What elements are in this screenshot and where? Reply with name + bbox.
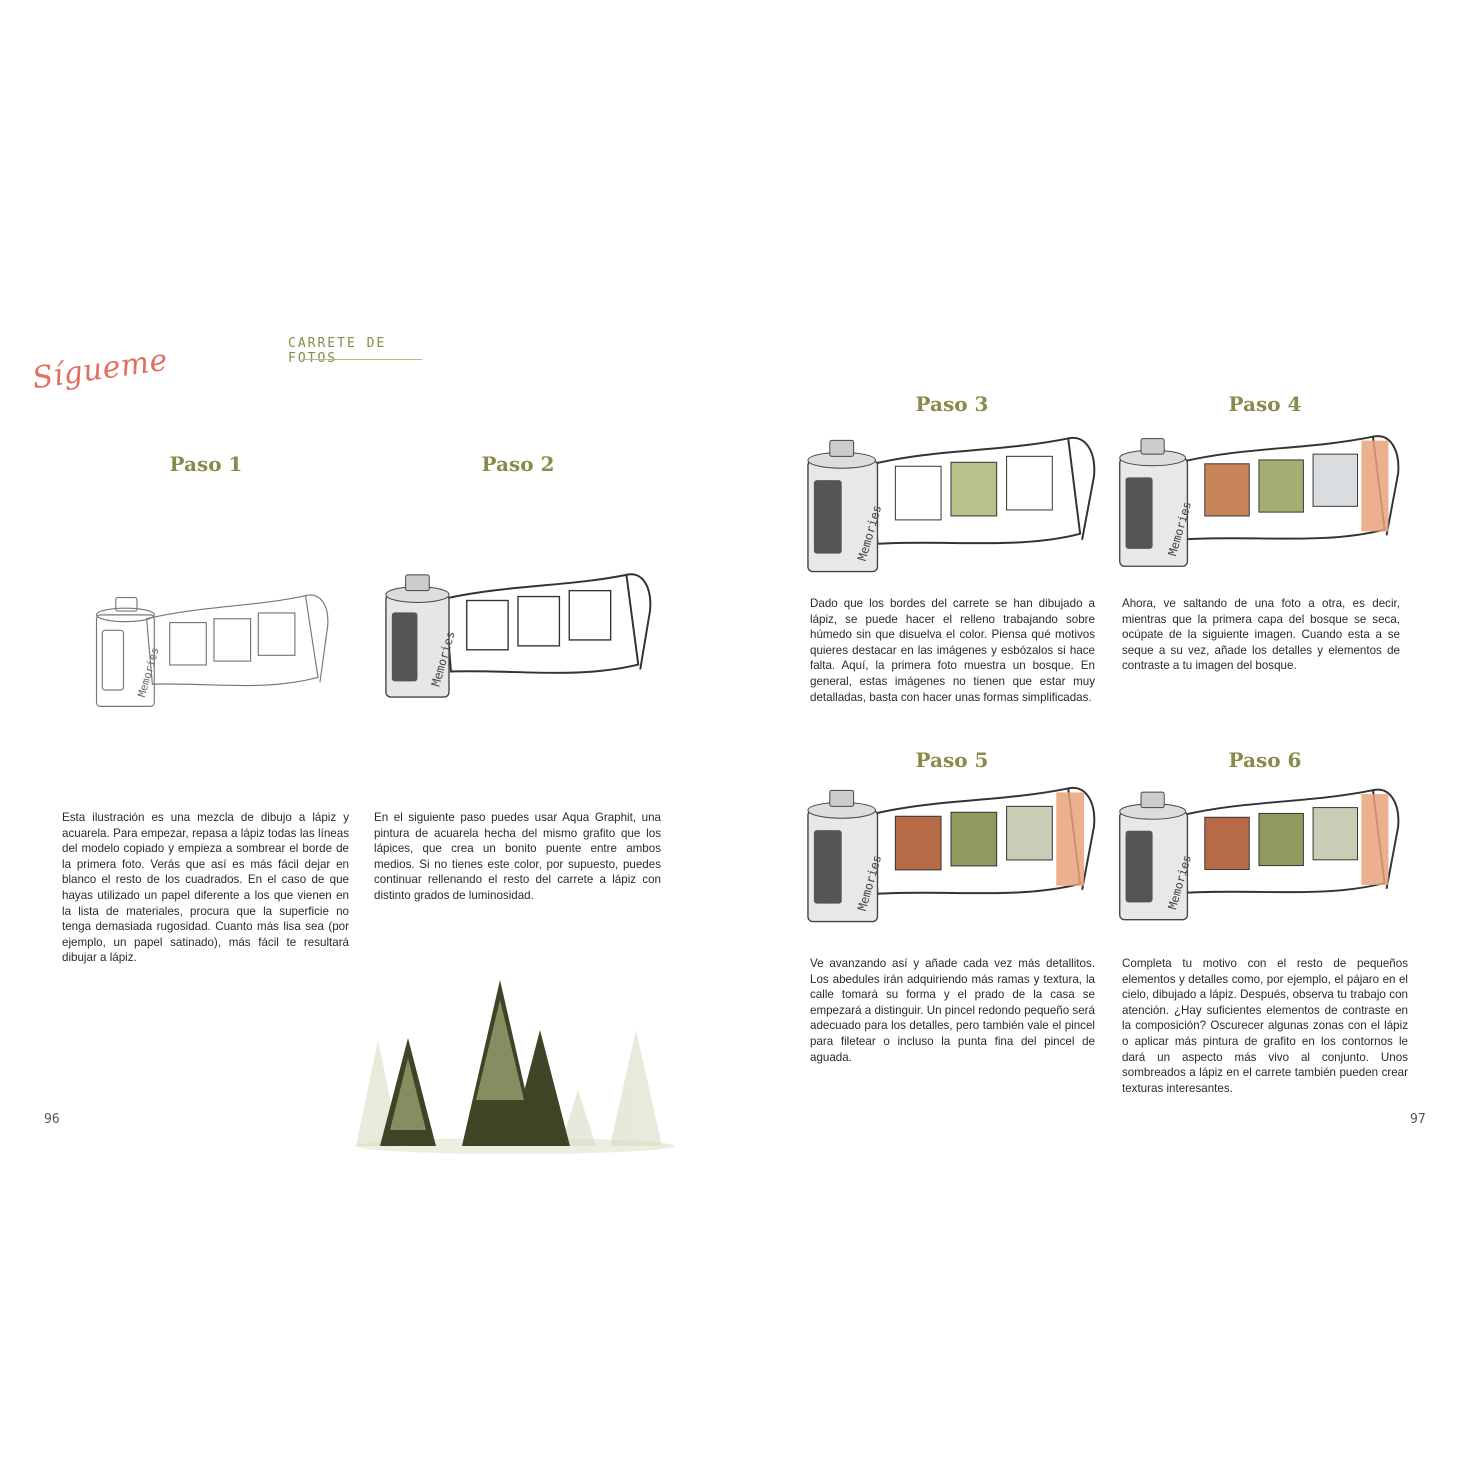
pine-trees-illustration bbox=[355, 980, 675, 1154]
step-3-text: Dado que los bordes del carrete se han d… bbox=[810, 597, 1095, 704]
section-title: CARRETE DE FOTOS bbox=[288, 336, 387, 366]
step-5-text: Ve avanzando así y añade cada vez más de… bbox=[810, 957, 1095, 1064]
step-1-title: Paso 1 bbox=[169, 452, 243, 476]
step-5-illustration: Memories bbox=[807, 786, 1096, 923]
step-2-text: En el siguiente paso puedes usar Aqua Gr… bbox=[374, 811, 661, 902]
step-4-title: Paso 4 bbox=[1228, 392, 1302, 416]
step-3-title: Paso 3 bbox=[915, 392, 989, 416]
step-3-illustration: Memories bbox=[807, 436, 1096, 573]
step-4-illustration: Memories bbox=[1119, 435, 1400, 567]
step-1-text: Esta ilustración es una mezcla de dibujo… bbox=[62, 811, 349, 965]
section-title-underline bbox=[302, 359, 422, 360]
step-5-title: Paso 5 bbox=[915, 748, 989, 772]
page-number-left: 96 bbox=[44, 1112, 60, 1127]
step-6-illustration: Memories bbox=[1119, 788, 1400, 921]
canister-label: Memories bbox=[136, 646, 162, 698]
step-6-text: Completa tu motivo con el resto de peque… bbox=[1122, 957, 1408, 1095]
step-6-title: Paso 6 bbox=[1228, 748, 1302, 772]
step-4-text: Ahora, ve saltando de una foto a otra, e… bbox=[1122, 597, 1400, 673]
page-number-right: 97 bbox=[1410, 1112, 1426, 1127]
step-2-title: Paso 2 bbox=[481, 452, 555, 476]
step-2-illustration: Memories bbox=[385, 573, 652, 698]
step-1-illustration: Memories bbox=[95, 594, 329, 707]
brand-signature: Sígueme bbox=[30, 342, 170, 397]
